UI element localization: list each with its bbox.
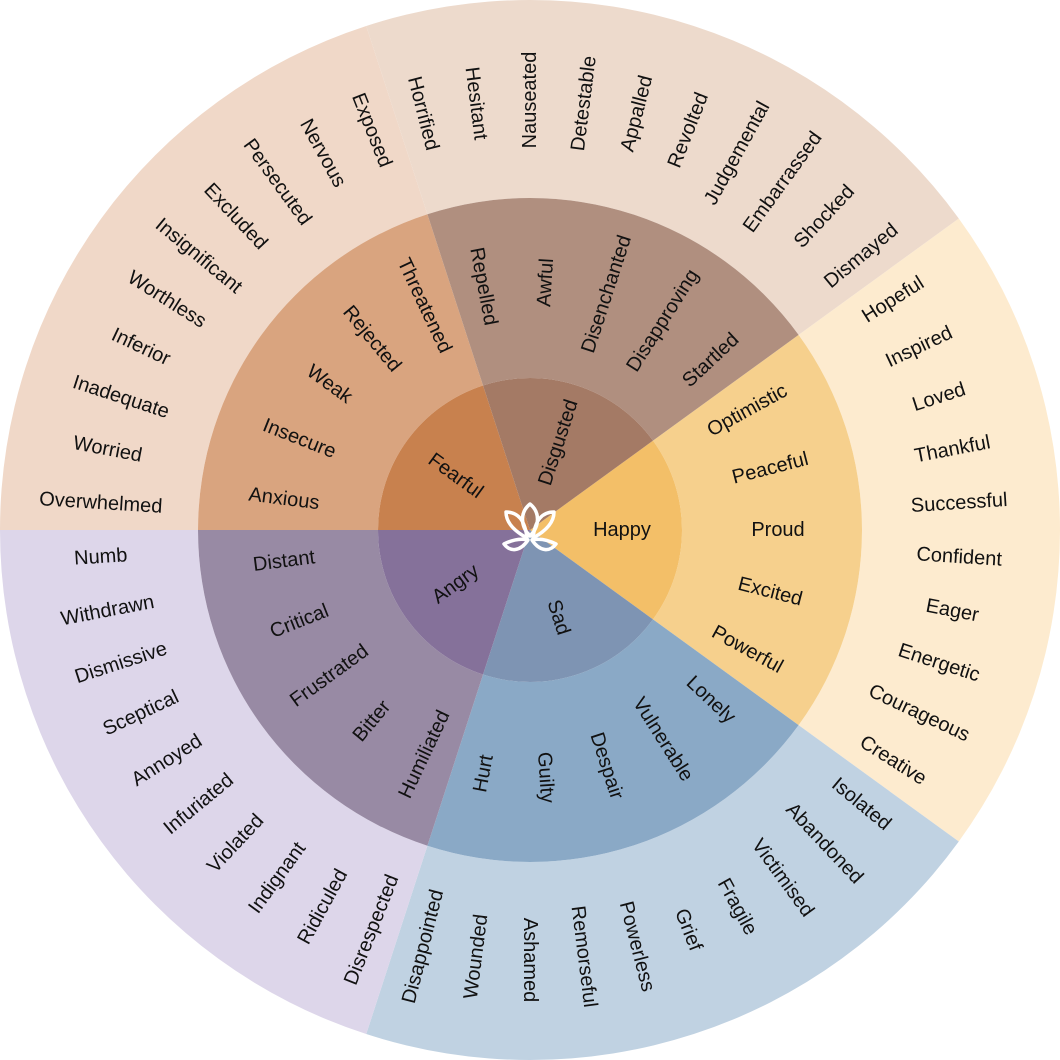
middle-label-awful: Awful [533, 258, 558, 308]
sector-sad-outer-ring [366, 725, 959, 1060]
sector-disgusted-outer-ring [366, 0, 959, 335]
sector-happy-core [530, 440, 683, 620]
sector-fearful-core [378, 385, 530, 530]
sector-angry-outer-ring [0, 530, 428, 1035]
outer-label-numb: Numb [73, 544, 128, 569]
sector-happy-outer-ring [798, 218, 1060, 842]
sector-sad-middle-ring [427, 619, 799, 862]
middle-label-proud: Proud [751, 519, 804, 541]
sector-angry-middle-ring [198, 530, 484, 846]
outer-label-nauseated: Nauseated [519, 52, 541, 149]
sector-disgusted-middle-ring [427, 198, 799, 441]
outer-label-ashamed: Ashamed [519, 918, 541, 1003]
lotus-flower-icon [502, 502, 558, 552]
sector-disgusted-core [483, 378, 653, 530]
sector-sad-core [483, 530, 653, 683]
core-label-happy: Happy [593, 519, 651, 541]
middle-label-guilty: Guilty [533, 751, 558, 803]
sector-angry-core [378, 530, 530, 675]
sector-happy-middle-ring [652, 334, 862, 726]
sector-fearful-middle-ring [198, 214, 484, 530]
outer-label-confident: Confident [916, 543, 1003, 570]
sector-fearful-outer-ring [0, 25, 428, 530]
